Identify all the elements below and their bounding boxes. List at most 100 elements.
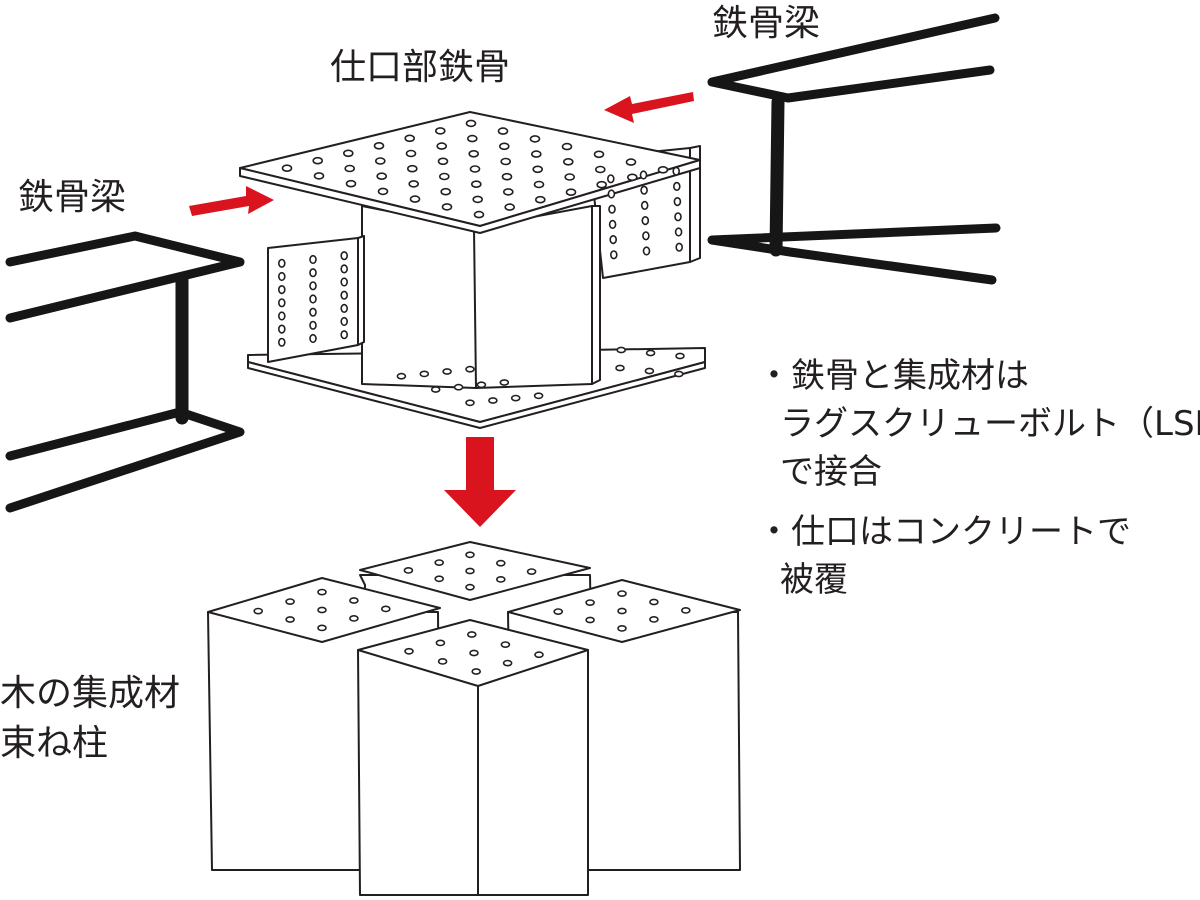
- bolt-hole: [277, 311, 286, 321]
- bolt-hole: [564, 173, 576, 181]
- bolt-hole: [504, 203, 516, 211]
- bolt-hole: [533, 392, 544, 400]
- bolt-hole: [342, 149, 354, 158]
- bolt-hole: [309, 320, 317, 330]
- glulam-column-front: [357, 619, 589, 896]
- bolt-hole: [672, 181, 681, 191]
- label-beam-left: 鉄骨梁: [18, 177, 127, 218]
- bolt-hole: [253, 607, 264, 615]
- bolt-hole: [617, 590, 627, 597]
- bolt-hole: [675, 352, 685, 360]
- bolt-hole: [526, 568, 537, 575]
- bolt-hole: [277, 324, 286, 334]
- bolt-hole: [340, 251, 349, 261]
- bolt-hole: [453, 383, 464, 391]
- bolt-hole: [674, 227, 683, 237]
- bolt-hole: [472, 195, 484, 204]
- bolt-hole: [466, 134, 478, 143]
- label-column-line1: 木の集成材: [0, 673, 181, 714]
- bolt-hole: [495, 576, 506, 583]
- bolt-hole: [470, 180, 482, 188]
- bolt-hole: [317, 588, 327, 596]
- bolt-hole: [616, 346, 627, 354]
- bolt-hole: [639, 170, 648, 180]
- bolt-hole: [465, 567, 475, 575]
- bolt-hole: [434, 127, 446, 135]
- bolt-hole: [281, 164, 293, 172]
- note-1-line-2: ラグスクリューボルト（LSB）: [780, 404, 1200, 444]
- bolt-hole: [344, 164, 356, 173]
- bolt-hole: [674, 212, 682, 222]
- bolt-hole: [608, 219, 617, 229]
- bolt-hole: [609, 250, 618, 260]
- bolt-hole: [510, 394, 521, 402]
- bolt-hole: [642, 246, 651, 256]
- bolt-hole: [277, 258, 286, 268]
- bolt-hole: [672, 166, 681, 176]
- bolt-hole: [501, 172, 513, 181]
- bolt-hole: [534, 195, 546, 204]
- bolt-hole: [502, 188, 514, 196]
- bolt-hole: [500, 157, 512, 166]
- bolt-hole: [615, 364, 625, 372]
- bolt-hole: [465, 583, 475, 591]
- bolt-hole: [649, 598, 659, 606]
- bolt-hole: [488, 397, 498, 404]
- bolt-hole: [476, 381, 487, 389]
- bolt-hole: [645, 349, 656, 357]
- bolt-hole: [608, 204, 616, 214]
- bolt-hole: [285, 616, 295, 623]
- note-2-line-1: ・仕口はコンクリートで: [757, 512, 1131, 552]
- bolt-hole: [497, 127, 509, 135]
- note-2-line-2: 被覆: [780, 560, 848, 600]
- bolt-hole: [642, 231, 650, 241]
- bolt-hole: [435, 639, 446, 647]
- bolt-hole: [349, 615, 359, 622]
- bolt-hole: [675, 242, 684, 252]
- bolt-hole: [626, 173, 638, 182]
- bolt-hole: [606, 174, 615, 184]
- bolt-hole: [317, 606, 327, 614]
- bolt-holes: [253, 119, 691, 675]
- bolt-hole: [562, 158, 574, 166]
- bolt-hole: [309, 307, 317, 317]
- bolt-hole: [473, 210, 485, 219]
- bolt-hole: [533, 180, 545, 189]
- bolt-hole: [340, 290, 349, 300]
- note-1-line-1: ・鉄骨と集成材は: [757, 356, 1029, 396]
- bolt-hole: [585, 616, 595, 624]
- bolt-hole: [442, 368, 452, 375]
- bolt-hole: [469, 165, 481, 173]
- bolt-hole: [277, 337, 286, 347]
- bolt-hole: [277, 271, 286, 282]
- bolt-hole: [434, 575, 445, 583]
- bolt-hole: [502, 659, 513, 667]
- bolt-hole: [406, 164, 418, 173]
- bolt-hole: [377, 187, 389, 196]
- bolt-hole: [340, 303, 349, 314]
- bolt-hole: [373, 142, 385, 150]
- bolt-hole: [680, 607, 691, 614]
- note-1-line-3: で接合: [780, 452, 882, 492]
- bolt-hole: [380, 605, 391, 613]
- bolt-hole: [465, 551, 475, 559]
- bolt-hole: [376, 172, 388, 180]
- bolt-hole: [404, 134, 416, 143]
- bolt-hole: [309, 333, 317, 344]
- bolt-hole: [534, 651, 544, 659]
- bolt-hole: [471, 668, 482, 675]
- steel-beam-left: [5, 231, 245, 513]
- label-column-line2: 束ね柱: [0, 723, 109, 764]
- bolt-hole: [640, 200, 649, 210]
- bolt-hole: [532, 165, 544, 174]
- bolt-hole: [309, 281, 317, 291]
- bolt-hole: [585, 599, 595, 606]
- bolt-hole: [340, 277, 349, 287]
- bolt-hole: [309, 254, 317, 265]
- bolt-hole: [530, 150, 542, 158]
- steel-beam-right: [707, 13, 1001, 285]
- bolt-hole: [649, 616, 659, 623]
- bolt-hole: [625, 158, 637, 166]
- bolt-hole: [609, 235, 618, 245]
